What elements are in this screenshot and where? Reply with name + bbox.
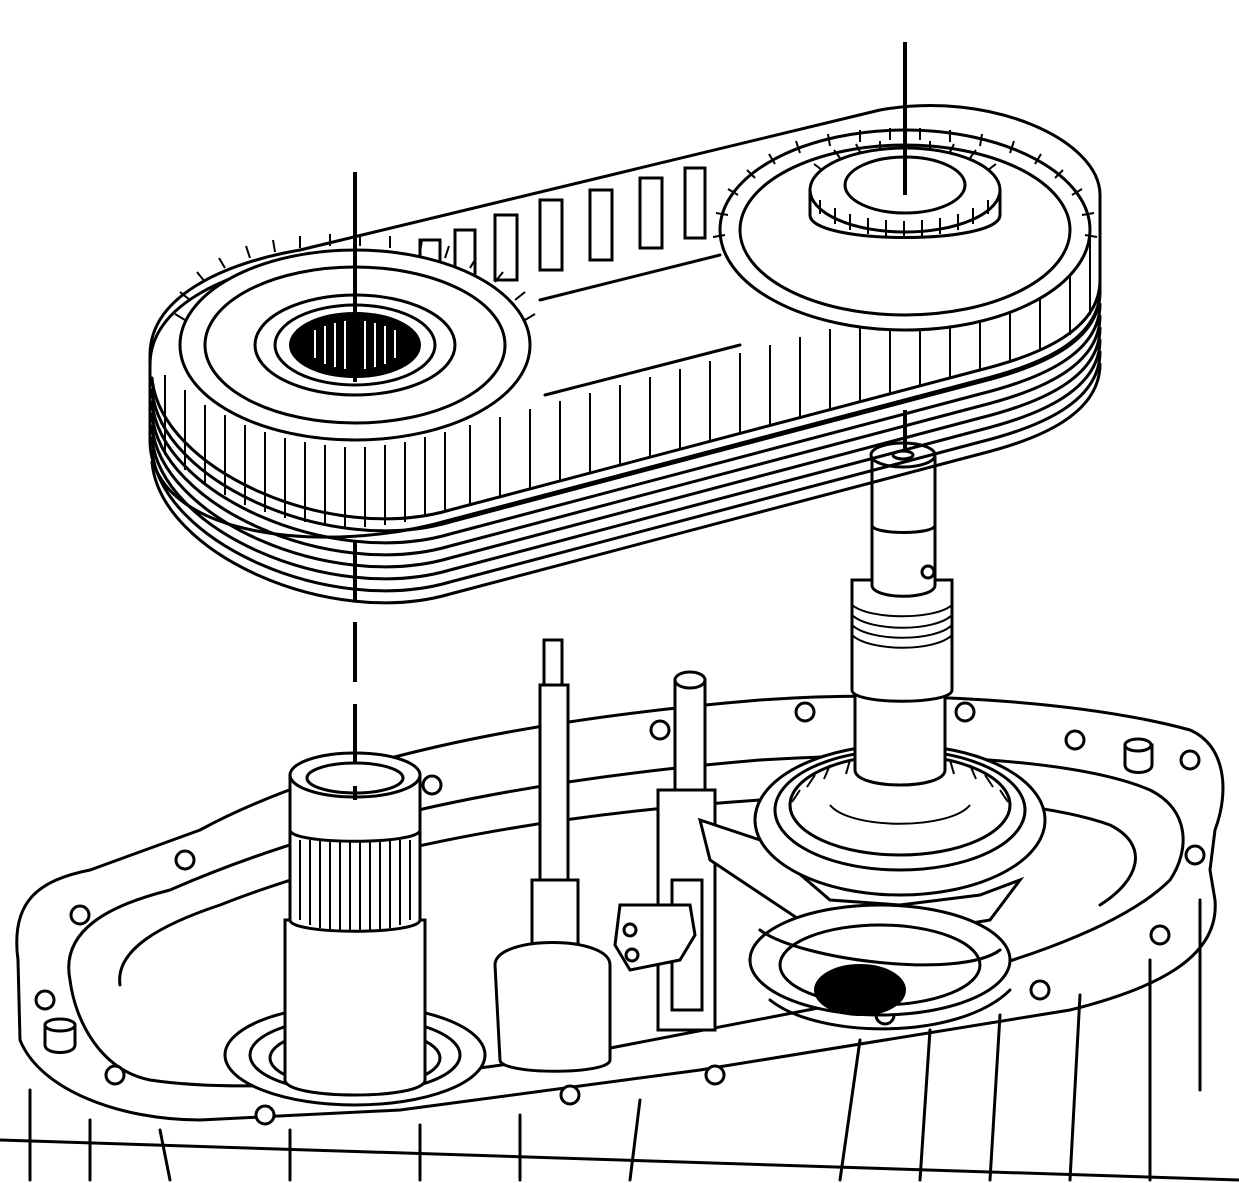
drive-chain-inner-edge (538, 253, 742, 397)
front-output-shaft (283, 751, 427, 1097)
mainshaft (753, 441, 1047, 897)
drive-chain-links (164, 235, 1091, 527)
front-output-sprocket-teeth (174, 234, 536, 321)
front-output-shaft-splines (299, 840, 411, 932)
housing-dowel-pins (43, 737, 1154, 1054)
rear-output-sprocket-hub-teeth (813, 140, 997, 237)
mainshaft-splines (851, 604, 953, 649)
shift-fork (613, 817, 1025, 972)
rear-output-sprocket (712, 128, 1098, 332)
housing-body-ribs (0, 898, 1239, 1182)
shift-rail (493, 638, 717, 1073)
rear-output-sprocket-teeth (712, 128, 1098, 238)
planetary-gearset (748, 903, 1012, 1031)
alignment-line-icons (353, 42, 907, 800)
